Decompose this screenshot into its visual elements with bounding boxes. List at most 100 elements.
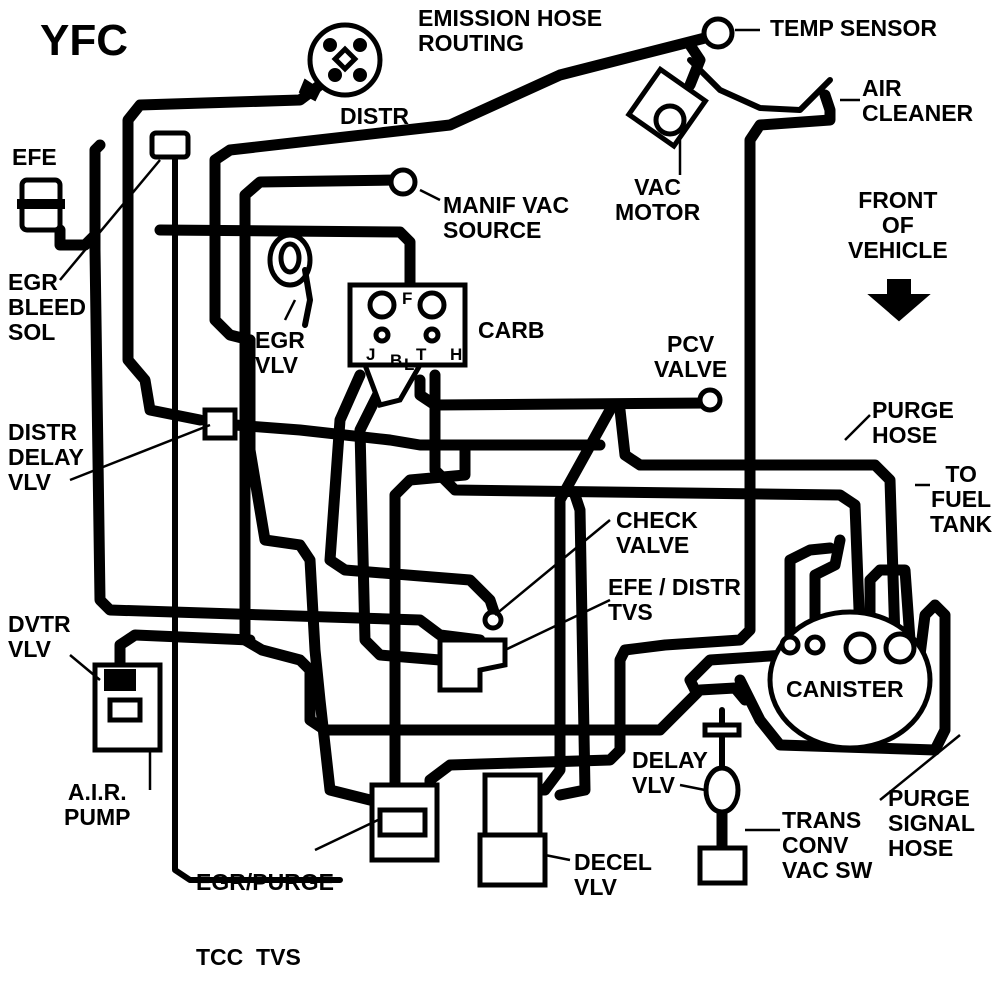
egr-purge-tcc-tvs-component bbox=[369, 782, 440, 863]
carb-port-t-label: T bbox=[416, 345, 427, 364]
hose-purge-signal bbox=[684, 599, 951, 756]
temp-sensor-body bbox=[701, 16, 735, 50]
hose-egr-bleed-carb bbox=[154, 224, 416, 291]
label-front-of-vehicle: FRONT OF VEHICLE bbox=[848, 188, 948, 263]
leader-check-valve bbox=[494, 519, 611, 616]
label-temp-sensor: TEMP SENSOR bbox=[770, 15, 937, 41]
hose-temp-sensor-loop bbox=[209, 32, 711, 346]
egr-bleed-sol-body bbox=[149, 130, 191, 160]
leader-dvtr-vlv bbox=[69, 654, 101, 681]
hose-carb-distr-delay bbox=[324, 369, 501, 621]
label-line: HOSE bbox=[872, 422, 938, 448]
label-line: VLV bbox=[574, 874, 618, 900]
check-valve-body bbox=[482, 609, 504, 631]
label-manif-vac-source: MANIF VAC SOURCE bbox=[443, 193, 569, 243]
hose-canister-1 bbox=[784, 542, 836, 646]
label-line: PURGE bbox=[888, 785, 970, 811]
hose-carb-h-pcv bbox=[414, 374, 716, 411]
egr-valve-hose bbox=[302, 267, 313, 328]
carb-port-j bbox=[373, 326, 391, 344]
hose-left-outer bbox=[89, 149, 486, 646]
label-line: OF bbox=[881, 212, 914, 238]
hose-canister-fuel bbox=[864, 564, 916, 646]
delay-valve-top bbox=[702, 722, 742, 738]
manif-vac-source-fitting bbox=[388, 167, 418, 197]
leader-decel-vlv bbox=[544, 853, 571, 862]
label-line: AIR bbox=[862, 75, 902, 101]
label-efe: EFE bbox=[12, 144, 57, 170]
label-line: EFE / DISTR bbox=[608, 574, 741, 600]
label-line: DISTR bbox=[8, 419, 77, 445]
label-line: DELAY bbox=[632, 747, 708, 773]
delay-valve-body bbox=[703, 765, 741, 815]
distributor-tower bbox=[353, 38, 367, 52]
label-purge-hose: PURGE HOSE bbox=[872, 398, 954, 448]
hose-egr-purge-left bbox=[244, 334, 376, 806]
label-line: HOSE bbox=[888, 835, 954, 861]
label-line: CLEANER bbox=[862, 100, 974, 126]
manif-vac-source-port bbox=[388, 167, 418, 197]
label-line: MOTOR bbox=[615, 199, 701, 225]
label-line: PUMP bbox=[64, 804, 131, 830]
label-line: DECEL bbox=[574, 849, 652, 875]
label-line: CHECK bbox=[616, 507, 698, 533]
distributor-tower bbox=[353, 68, 367, 82]
label-egr-purge-tcc-tvs: EGR/PURGE TCC TVS bbox=[196, 820, 334, 995]
label-line: DELAY bbox=[8, 444, 84, 470]
distr-delay-valve-body bbox=[202, 407, 238, 441]
hose-distr bbox=[122, 79, 326, 426]
hose-canister-2 bbox=[809, 534, 846, 646]
label-purge-signal-hose: PURGE SIGNAL HOSE bbox=[888, 786, 975, 861]
hose-decel bbox=[554, 489, 591, 801]
label-line: VLV bbox=[8, 636, 52, 662]
label-vac-motor: VAC MOTOR bbox=[615, 175, 700, 225]
label-egr-vlv: EGR VLV bbox=[255, 328, 305, 378]
hose-carb-t bbox=[429, 369, 866, 641]
label-carb: CARB bbox=[478, 317, 545, 343]
label-line: BLEED bbox=[8, 294, 86, 320]
decel-valve-top bbox=[482, 772, 543, 838]
decel-valve-body bbox=[477, 832, 548, 888]
label-line: VALVE bbox=[654, 356, 728, 382]
page-title-line: EMISSION HOSE bbox=[418, 5, 603, 31]
label-line: CONV bbox=[782, 832, 849, 858]
label-distr-delay-vlv: DISTR DELAY VLV bbox=[8, 420, 84, 495]
hose-distr-delay-right bbox=[229, 419, 606, 451]
label-line: SOURCE bbox=[443, 217, 542, 243]
air-cleaner-snorkel bbox=[625, 39, 833, 150]
distributor bbox=[298, 22, 383, 102]
canister-component bbox=[767, 609, 933, 751]
air-cleaner-outline bbox=[687, 57, 833, 113]
carb-lower-fittings bbox=[361, 362, 425, 408]
carb-port-left bbox=[367, 290, 397, 320]
label-line: TANK bbox=[930, 511, 993, 537]
page-title: EMISSION HOSE ROUTING bbox=[418, 6, 602, 56]
model-code: YFC bbox=[40, 16, 128, 65]
carb-port-f-label: F bbox=[402, 289, 413, 308]
trans-conv-vac-sw-component bbox=[697, 845, 748, 886]
label-line: VEHICLE bbox=[848, 237, 948, 263]
carb-port-h bbox=[423, 326, 441, 344]
egr-valve bbox=[267, 232, 313, 328]
carb-port-right bbox=[417, 290, 447, 320]
label-air-cleaner: AIR CLEANER bbox=[862, 76, 973, 126]
label-line: PCV bbox=[666, 331, 715, 357]
dvtr-valve-component bbox=[92, 662, 163, 753]
label-line: VLV bbox=[8, 469, 52, 495]
hose-purge bbox=[614, 404, 901, 646]
leader-efe-distr-tvs bbox=[504, 598, 611, 652]
label-line: VAC bbox=[634, 174, 682, 200]
label-check-valve: CHECK VALVE bbox=[616, 508, 698, 558]
efe-band bbox=[17, 199, 65, 209]
label-line: TCC TVS bbox=[196, 944, 301, 970]
label-pcv-valve: PCV VALVE bbox=[654, 332, 727, 382]
label-line: SIGNAL bbox=[888, 810, 975, 836]
page-title-line: ROUTING bbox=[418, 30, 525, 56]
delay-valve-component bbox=[702, 722, 742, 815]
label-line: VLV bbox=[255, 352, 299, 378]
canister-port bbox=[779, 634, 801, 656]
label-line: VLV bbox=[632, 772, 676, 798]
label-decel-vlv: DECEL VLV bbox=[574, 850, 652, 900]
leader-purge-signal bbox=[879, 734, 961, 801]
label-line: EGR bbox=[8, 269, 58, 295]
